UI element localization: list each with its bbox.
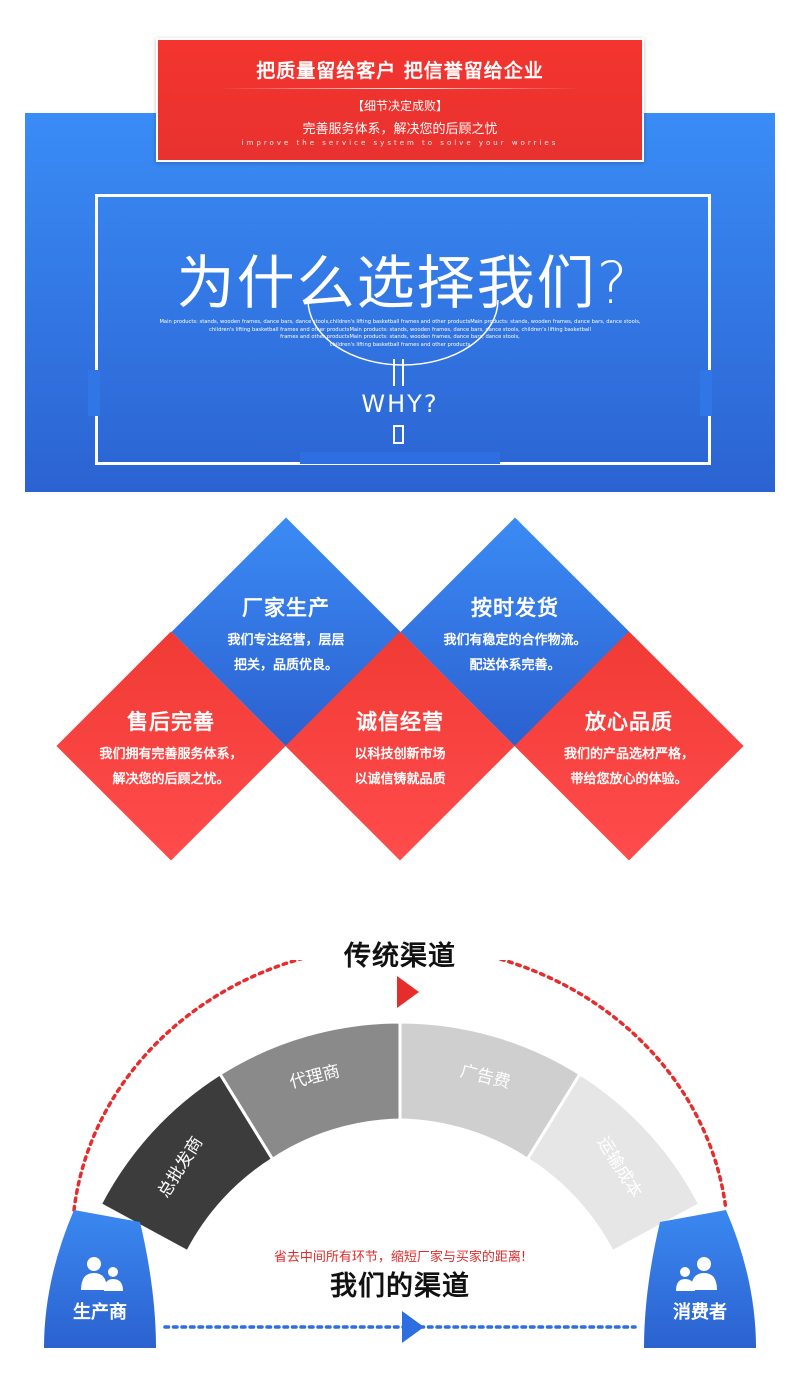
arc-arrow-icon xyxy=(397,976,419,1008)
banner-description: 完善服务体系，解决您的后顾之忧 xyxy=(302,122,498,137)
traditional-arc xyxy=(72,960,728,1212)
hero-background xyxy=(25,113,775,492)
feature-desc-line: 我们拥有完善服务体系， xyxy=(99,747,243,762)
banner-title: 把质量留给客户 把信誉留给企业 xyxy=(256,60,544,82)
feature-delivery: 按时发货 我们有稳定的合作物流。 配送体系完善。 xyxy=(405,592,625,678)
feature-desc-line: 带给您放心的体验。 xyxy=(570,772,688,787)
consumer-label: 消费者 xyxy=(673,1302,727,1323)
feature-title: 按时发货 xyxy=(471,596,559,620)
segment-shipping xyxy=(525,1071,702,1254)
feature-desc: 以科技创新市场 以诚信铸就品质 xyxy=(290,742,510,792)
banner-divider xyxy=(218,88,582,89)
frame-gap-bottom xyxy=(300,452,500,464)
feature-desc-line: 解决您的后顾之忧。 xyxy=(112,772,230,787)
feature-factory: 厂家生产 我们专注经营，层层 把关，品质优良。 xyxy=(176,592,396,678)
hero-title: 为什么选择我们? xyxy=(176,249,630,317)
feature-desc-line: 把关，品质优良。 xyxy=(233,658,338,673)
consumer-icon xyxy=(676,1257,717,1291)
producer-label: 生产商 xyxy=(73,1302,127,1323)
top-banner: 把质量留给客户 把信誉留给企业 【细节决定成败】 完善服务体系，解决您的后顾之忧… xyxy=(156,38,644,162)
feature-desc-line: 以诚信铸就品质 xyxy=(354,772,446,787)
feature-desc: 我们专注经营，层层 把关，品质优良。 xyxy=(176,628,396,678)
hero-small-text: Main products: stands, wooden frames, da… xyxy=(140,319,660,349)
feature-title: 售后完善 xyxy=(127,710,215,734)
hero-small-line: children's lifting basketball frames and… xyxy=(209,326,591,333)
feature-title: 厂家生产 xyxy=(242,596,330,620)
feature-desc: 我们有稳定的合作物流。 配送体系完善。 xyxy=(405,628,625,678)
feature-title: 诚信经营 xyxy=(356,710,444,734)
frame-gap-right xyxy=(700,370,712,416)
hero-small-line: Main products: stands, wooden frames, da… xyxy=(159,319,641,325)
hero-decoration xyxy=(307,299,499,444)
hero-small-line: children's lifting basketball frames and… xyxy=(329,341,471,348)
why-label: WHY? xyxy=(361,390,439,418)
channel-slogan: 省去中间所有环节，缩短厂家与买家的距离! xyxy=(273,1250,527,1265)
why-bottom-bar xyxy=(393,425,404,444)
frame-gap-left xyxy=(88,370,100,416)
feature-desc-line: 我们专注经营，层层 xyxy=(227,633,345,648)
our-channel-title: 我们的渠道 xyxy=(330,1271,470,1302)
feature-quality: 放心品质 我们的产品选材严格， 带给您放心的体验。 xyxy=(519,706,739,792)
feature-desc-line: 我们的产品选材严格， xyxy=(563,747,694,762)
feature-desc-line: 配送体系完善。 xyxy=(469,658,561,673)
feature-desc: 我们拥有完善服务体系， 解决您的后顾之忧。 xyxy=(61,742,281,792)
hero-small-line: frames and other productsMain products: … xyxy=(280,334,520,341)
producer-icon xyxy=(81,1257,123,1291)
feature-desc: 我们的产品选材严格， 带给您放心的体验。 xyxy=(519,742,739,792)
banner-subtitle: 【细节决定成败】 xyxy=(351,99,448,113)
feature-after-sales: 售后完善 我们拥有完善服务体系， 解决您的后顾之忧。 xyxy=(61,706,281,792)
banner-english-text: improve the service system to solve your… xyxy=(241,139,559,147)
feature-title: 放心品质 xyxy=(585,710,673,734)
feature-integrity: 诚信经营 以科技创新市场 以诚信铸就品质 xyxy=(290,706,510,792)
direct-arrow-icon xyxy=(402,1311,424,1343)
traditional-channel-title: 传统渠道 xyxy=(344,941,456,972)
feature-desc-line: 以科技创新市场 xyxy=(354,747,446,762)
channel-diagram: 总批发商 代理商 广告费 运输成本 xyxy=(44,960,756,1348)
feature-desc-line: 我们有稳定的合作物流。 xyxy=(443,633,587,648)
